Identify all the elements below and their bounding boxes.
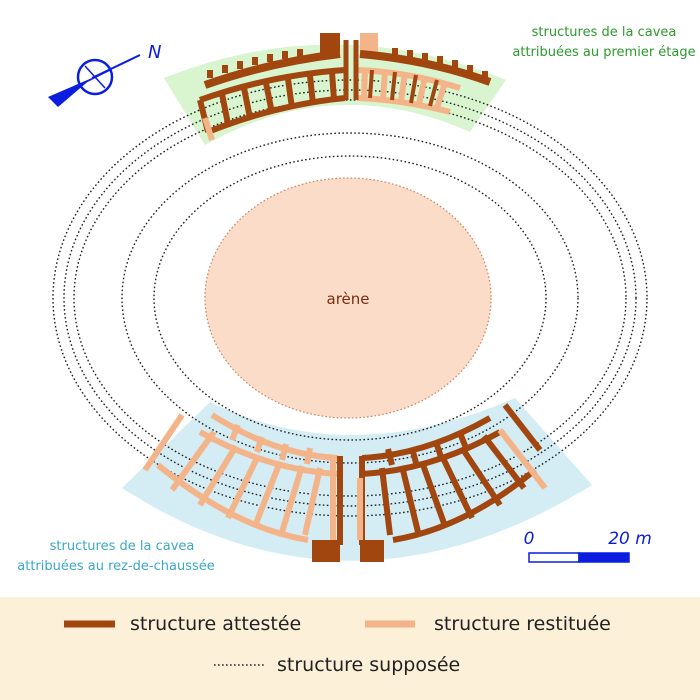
lower-right-pier (360, 540, 384, 562)
legend-background (0, 597, 700, 700)
scale-bar-icon (528, 552, 630, 563)
legend: structure attestée structure restituée s… (64, 613, 611, 676)
lower-right-inner-wall (361, 415, 492, 461)
upper-zone-label-line2: attribuées au premier étage (512, 45, 695, 60)
upper-structures-left (197, 33, 349, 141)
supposed-ring-3 (73, 99, 627, 497)
arena (204, 177, 492, 419)
lower-structures-right (359, 403, 543, 545)
lower-right-short-ribs (385, 431, 469, 466)
lower-right-radials (379, 434, 527, 536)
scale-bar-blue (578, 552, 630, 563)
upper-structures-right (353, 33, 492, 115)
scale-end-label: 20 m (608, 529, 652, 549)
upper-left-outer-wall (203, 50, 341, 89)
upper-left-restored-end (202, 117, 215, 141)
supposed-ring-5 (153, 155, 547, 441)
lower-right-restored (357, 428, 548, 540)
north-label: N (148, 42, 161, 63)
lower-left-short-ribs (229, 423, 313, 465)
scale-bar-white (528, 552, 580, 563)
supposed-ring-2 (63, 89, 637, 507)
lower-zone-label-line1: structures de la cavea (50, 539, 195, 554)
compass-cross-2 (79, 69, 111, 86)
upper-left-radials (197, 71, 337, 133)
upper-right-inner-wall-1 (357, 67, 461, 91)
legend-label-attested: structure attestée (130, 613, 301, 635)
lower-left-pier (312, 540, 340, 562)
lower-zone-label-line2: attribuées au rez-de-chaussée (17, 559, 215, 574)
upper-zone-label-line1: structures de la cavea (532, 25, 677, 40)
supposed-structures (52, 79, 648, 517)
upper-right-radials (361, 69, 448, 109)
upper-left-pier (320, 33, 340, 55)
upper-right-outer-wall (359, 50, 492, 86)
legend-label-supposed: structure supposée (277, 654, 460, 676)
lower-structures-left (142, 412, 343, 545)
compass-needle-north (91, 54, 141, 79)
upper-right-battlements (392, 48, 488, 79)
lower-left-inner-wall (210, 412, 339, 461)
upper-right-pier (360, 33, 378, 53)
supposed-ring-1 (52, 79, 648, 517)
supposed-ring-4 (121, 132, 579, 464)
lower-right-restored-radial (497, 428, 548, 490)
north-arrow-icon (48, 54, 141, 107)
scale-start-label: 0 (524, 529, 535, 549)
upper-left-battlements (207, 49, 303, 78)
upper-right-attested-radials (368, 69, 439, 107)
upper-left-inner-wall-2 (206, 95, 346, 135)
compass-ring (76, 58, 114, 96)
lower-left-radials (142, 413, 323, 536)
lower-right-tip (502, 403, 543, 452)
upper-right-inner-wall-2 (357, 95, 451, 115)
arena-label: arène (327, 290, 370, 308)
legend-label-restored: structure restituée (434, 613, 611, 635)
upper-left-inner-wall-1 (198, 67, 346, 103)
